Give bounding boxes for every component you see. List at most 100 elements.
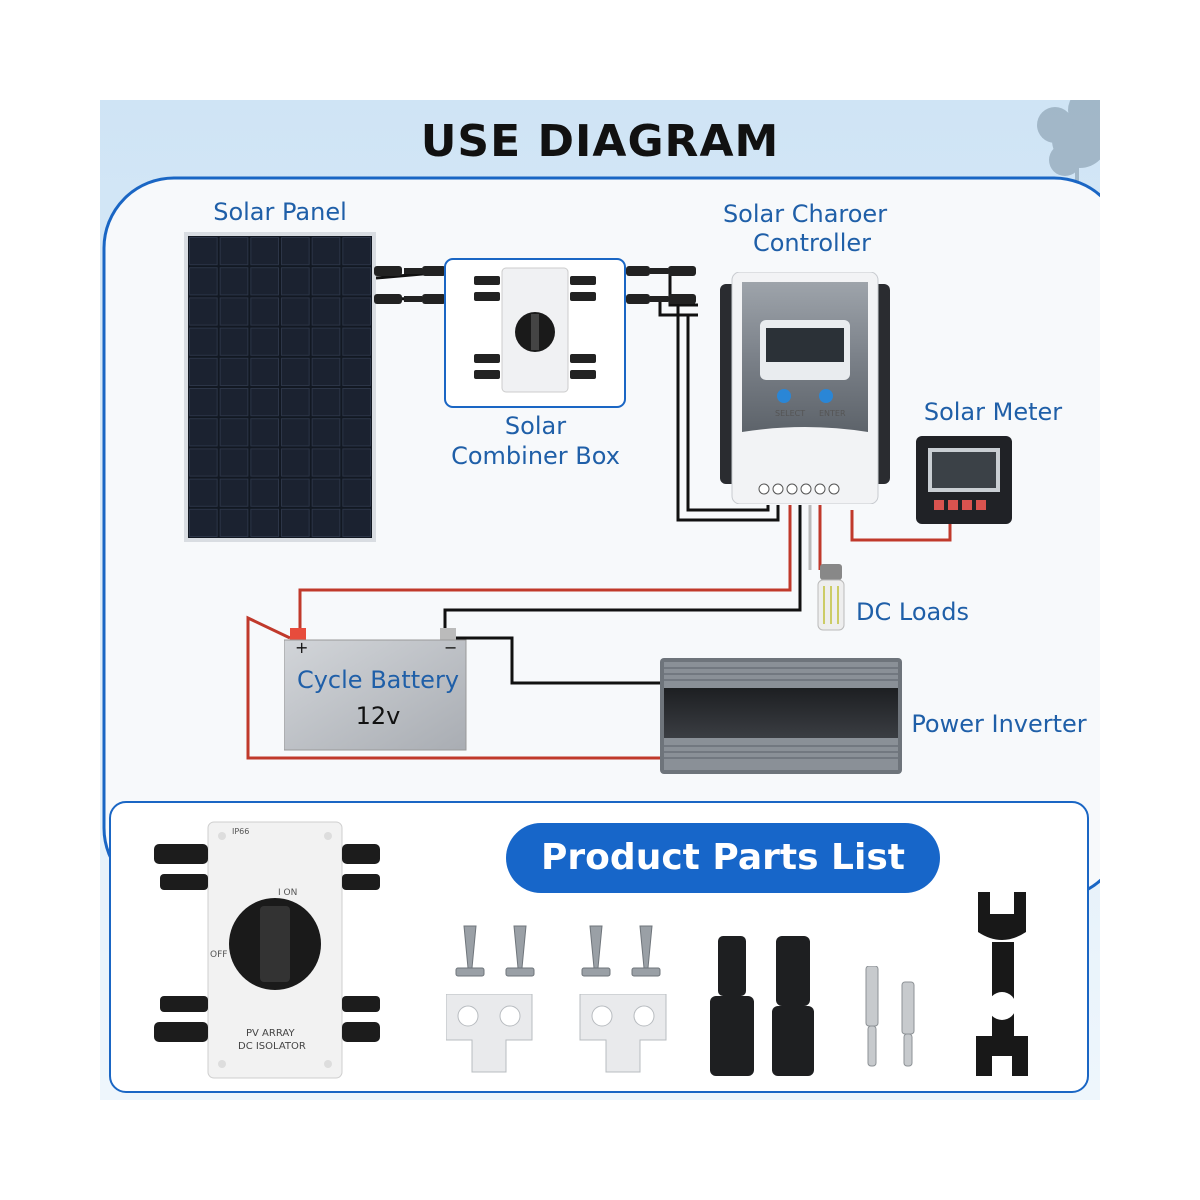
- screw: [455, 925, 485, 977]
- solar-cell: [219, 448, 249, 477]
- label-controller-line2: Controller: [752, 229, 872, 257]
- solar-cell: [250, 237, 280, 266]
- brackets-group: [446, 994, 667, 1073]
- solar-cell: [281, 237, 310, 266]
- solar-cell: [311, 297, 341, 326]
- solar-cell: [250, 388, 280, 417]
- solar-cell: [281, 267, 310, 296]
- solar-cell: [311, 357, 341, 387]
- solar-cell: [342, 327, 371, 356]
- tree-decoration: [1037, 100, 1100, 200]
- label-solar-panel: Solar Panel: [213, 198, 347, 226]
- label-combiner-line1: Solar: [504, 412, 567, 440]
- diagram-canvas: USE DIAGRAM: [100, 100, 1100, 1100]
- solar-cell: [342, 418, 371, 447]
- solar-cell: [189, 478, 218, 507]
- solar-cell: [342, 267, 371, 296]
- battery-voltage: 12v: [355, 702, 401, 730]
- solar-cell: [342, 448, 371, 477]
- solar-cell: [311, 448, 341, 477]
- combiner-rating-print: IP66: [232, 827, 250, 836]
- solar-cell: [281, 357, 310, 387]
- connector-pair-right: [626, 266, 696, 304]
- label-power-inverter: Power Inverter: [911, 710, 1087, 738]
- spanner-wrench: [976, 892, 1028, 1076]
- solar-cell: [311, 267, 341, 296]
- page-title: USE DIAGRAM: [420, 116, 780, 167]
- solar-cell: [219, 418, 249, 447]
- power-inverter-graphic: [660, 658, 902, 774]
- mc4-connectors: [710, 936, 814, 1076]
- solar-cell: [219, 357, 249, 387]
- screw: [581, 925, 611, 977]
- solar-cell: [250, 478, 280, 507]
- label-combiner-line2: Combiner Box: [451, 442, 620, 470]
- solar-cell: [311, 388, 341, 417]
- solar-cell: [189, 297, 218, 326]
- solar-cell: [189, 418, 218, 447]
- solar-cell: [219, 508, 249, 537]
- controller-select-text: SELECT: [775, 409, 806, 418]
- solar-cell: [281, 508, 310, 537]
- solar-cell: [281, 297, 310, 326]
- solar-cell: [250, 508, 280, 537]
- solar-cell: [311, 327, 341, 356]
- label-controller-line1: Solar Charoer: [722, 200, 888, 228]
- solar-cell: [342, 237, 371, 266]
- solar-cell: [189, 508, 218, 537]
- solar-cell: [189, 448, 218, 477]
- combiner-box-diagram: [444, 258, 626, 408]
- solar-cell: [219, 237, 249, 266]
- charge-controller-graphic: [720, 272, 890, 504]
- solar-cell: [189, 267, 218, 296]
- solar-cell: [281, 327, 310, 356]
- solar-cell: [311, 508, 341, 537]
- parts-list-title: Product Parts List: [506, 823, 940, 893]
- solar-cell: [250, 448, 280, 477]
- solar-meter-graphic: [916, 436, 1012, 524]
- solar-cell: [342, 388, 371, 417]
- battery-minus: −: [444, 638, 458, 657]
- combiner-box-product: [154, 821, 380, 1079]
- solar-cell: [189, 327, 218, 356]
- combiner-off-print: OFF: [210, 950, 228, 960]
- battery-name: Cycle Battery: [296, 666, 460, 694]
- solar-cell: [250, 267, 280, 296]
- connector-pair-left: [374, 266, 446, 304]
- battery-plus: +: [295, 638, 309, 657]
- solar-cell: [219, 327, 249, 356]
- solar-cell: [219, 297, 249, 326]
- crimp-pins: [865, 966, 915, 1067]
- battery-graphic: [284, 628, 467, 751]
- screw: [505, 925, 535, 977]
- solar-cell: [189, 388, 218, 417]
- solar-cell: [281, 478, 310, 507]
- solar-cell: [342, 297, 371, 326]
- combiner-print-line1: PV ARRAY: [246, 1028, 295, 1039]
- solar-cell: [189, 357, 218, 387]
- solar-cell: [342, 478, 371, 507]
- combiner-print-line2: DC ISOLATOR: [238, 1041, 306, 1052]
- combiner-on-print: I ON: [278, 888, 298, 898]
- solar-cell: [342, 508, 371, 537]
- solar-cell: [311, 418, 341, 447]
- solar-cell: [281, 448, 310, 477]
- solar-cell: [342, 357, 371, 387]
- solar-cell: [250, 297, 280, 326]
- solar-cell: [250, 327, 280, 356]
- dc-load-bulb: [817, 564, 845, 631]
- screw: [631, 925, 661, 977]
- solar-cell: [311, 478, 341, 507]
- label-solar-meter: Solar Meter: [923, 398, 1063, 426]
- label-dc-loads: DC Loads: [856, 598, 969, 626]
- solar-cell: [250, 418, 280, 447]
- solar-cell: [281, 418, 310, 447]
- controller-enter-text: ENTER: [819, 409, 846, 418]
- solar-panel-graphic: [184, 232, 376, 542]
- solar-cell: [311, 237, 341, 266]
- solar-cell: [281, 388, 310, 417]
- solar-cell: [219, 478, 249, 507]
- solar-cell: [250, 357, 280, 387]
- solar-cell: [219, 267, 249, 296]
- solar-cell: [219, 388, 249, 417]
